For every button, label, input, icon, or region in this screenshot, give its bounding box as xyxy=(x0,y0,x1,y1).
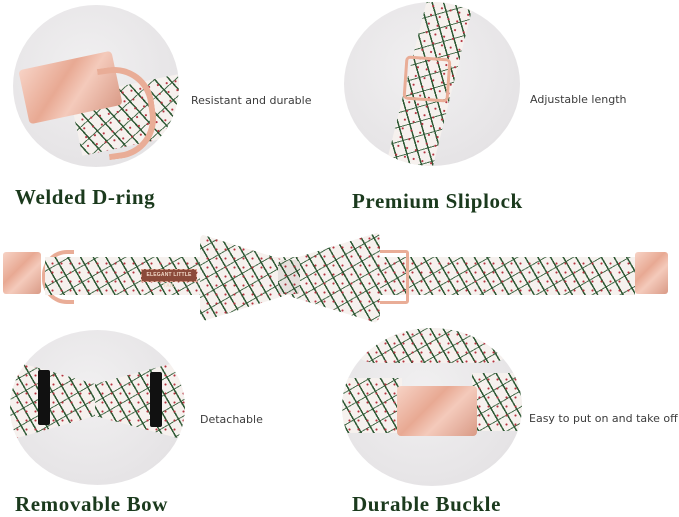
buckle-icon xyxy=(397,386,477,436)
feature-title: Welded D-ring xyxy=(15,185,156,209)
velcro-strap-right xyxy=(150,372,162,427)
collar-fabric-left xyxy=(342,378,402,433)
collar-fabric-right xyxy=(472,373,522,431)
buckle-female-icon xyxy=(635,252,668,294)
bow-back-photo xyxy=(10,330,185,485)
sliplock-icon xyxy=(377,250,409,304)
buckle-male-icon xyxy=(3,252,41,294)
collar-fabric-top xyxy=(342,328,522,363)
collar-full: ELEGANT LITTLE TAIL xyxy=(0,232,679,324)
feature-title: Premium Sliplock xyxy=(352,189,523,213)
velcro-strap-left xyxy=(38,370,50,425)
bow-left-wing xyxy=(200,234,285,322)
bow-knot xyxy=(278,260,300,294)
feature-caption: Resistant and durable xyxy=(191,94,312,107)
feature-title: Durable Buckle xyxy=(352,492,501,516)
buckle-photo xyxy=(342,328,522,486)
sliplock-icon xyxy=(402,55,452,103)
feature-title: Removable Bow xyxy=(15,492,169,516)
d-ring-icon xyxy=(42,250,74,304)
d-ring-photo xyxy=(13,5,179,167)
bow-right-wing xyxy=(290,232,380,324)
feature-caption: Detachable xyxy=(200,413,263,426)
bow-left-wing xyxy=(10,360,95,440)
feature-caption: Easy to put on and take off xyxy=(529,412,678,425)
bow-right-wing xyxy=(95,360,185,440)
sliplock-photo xyxy=(344,2,520,166)
feature-caption: Adjustable length xyxy=(530,93,627,106)
brand-tag: ELEGANT LITTLE TAIL xyxy=(141,269,197,289)
